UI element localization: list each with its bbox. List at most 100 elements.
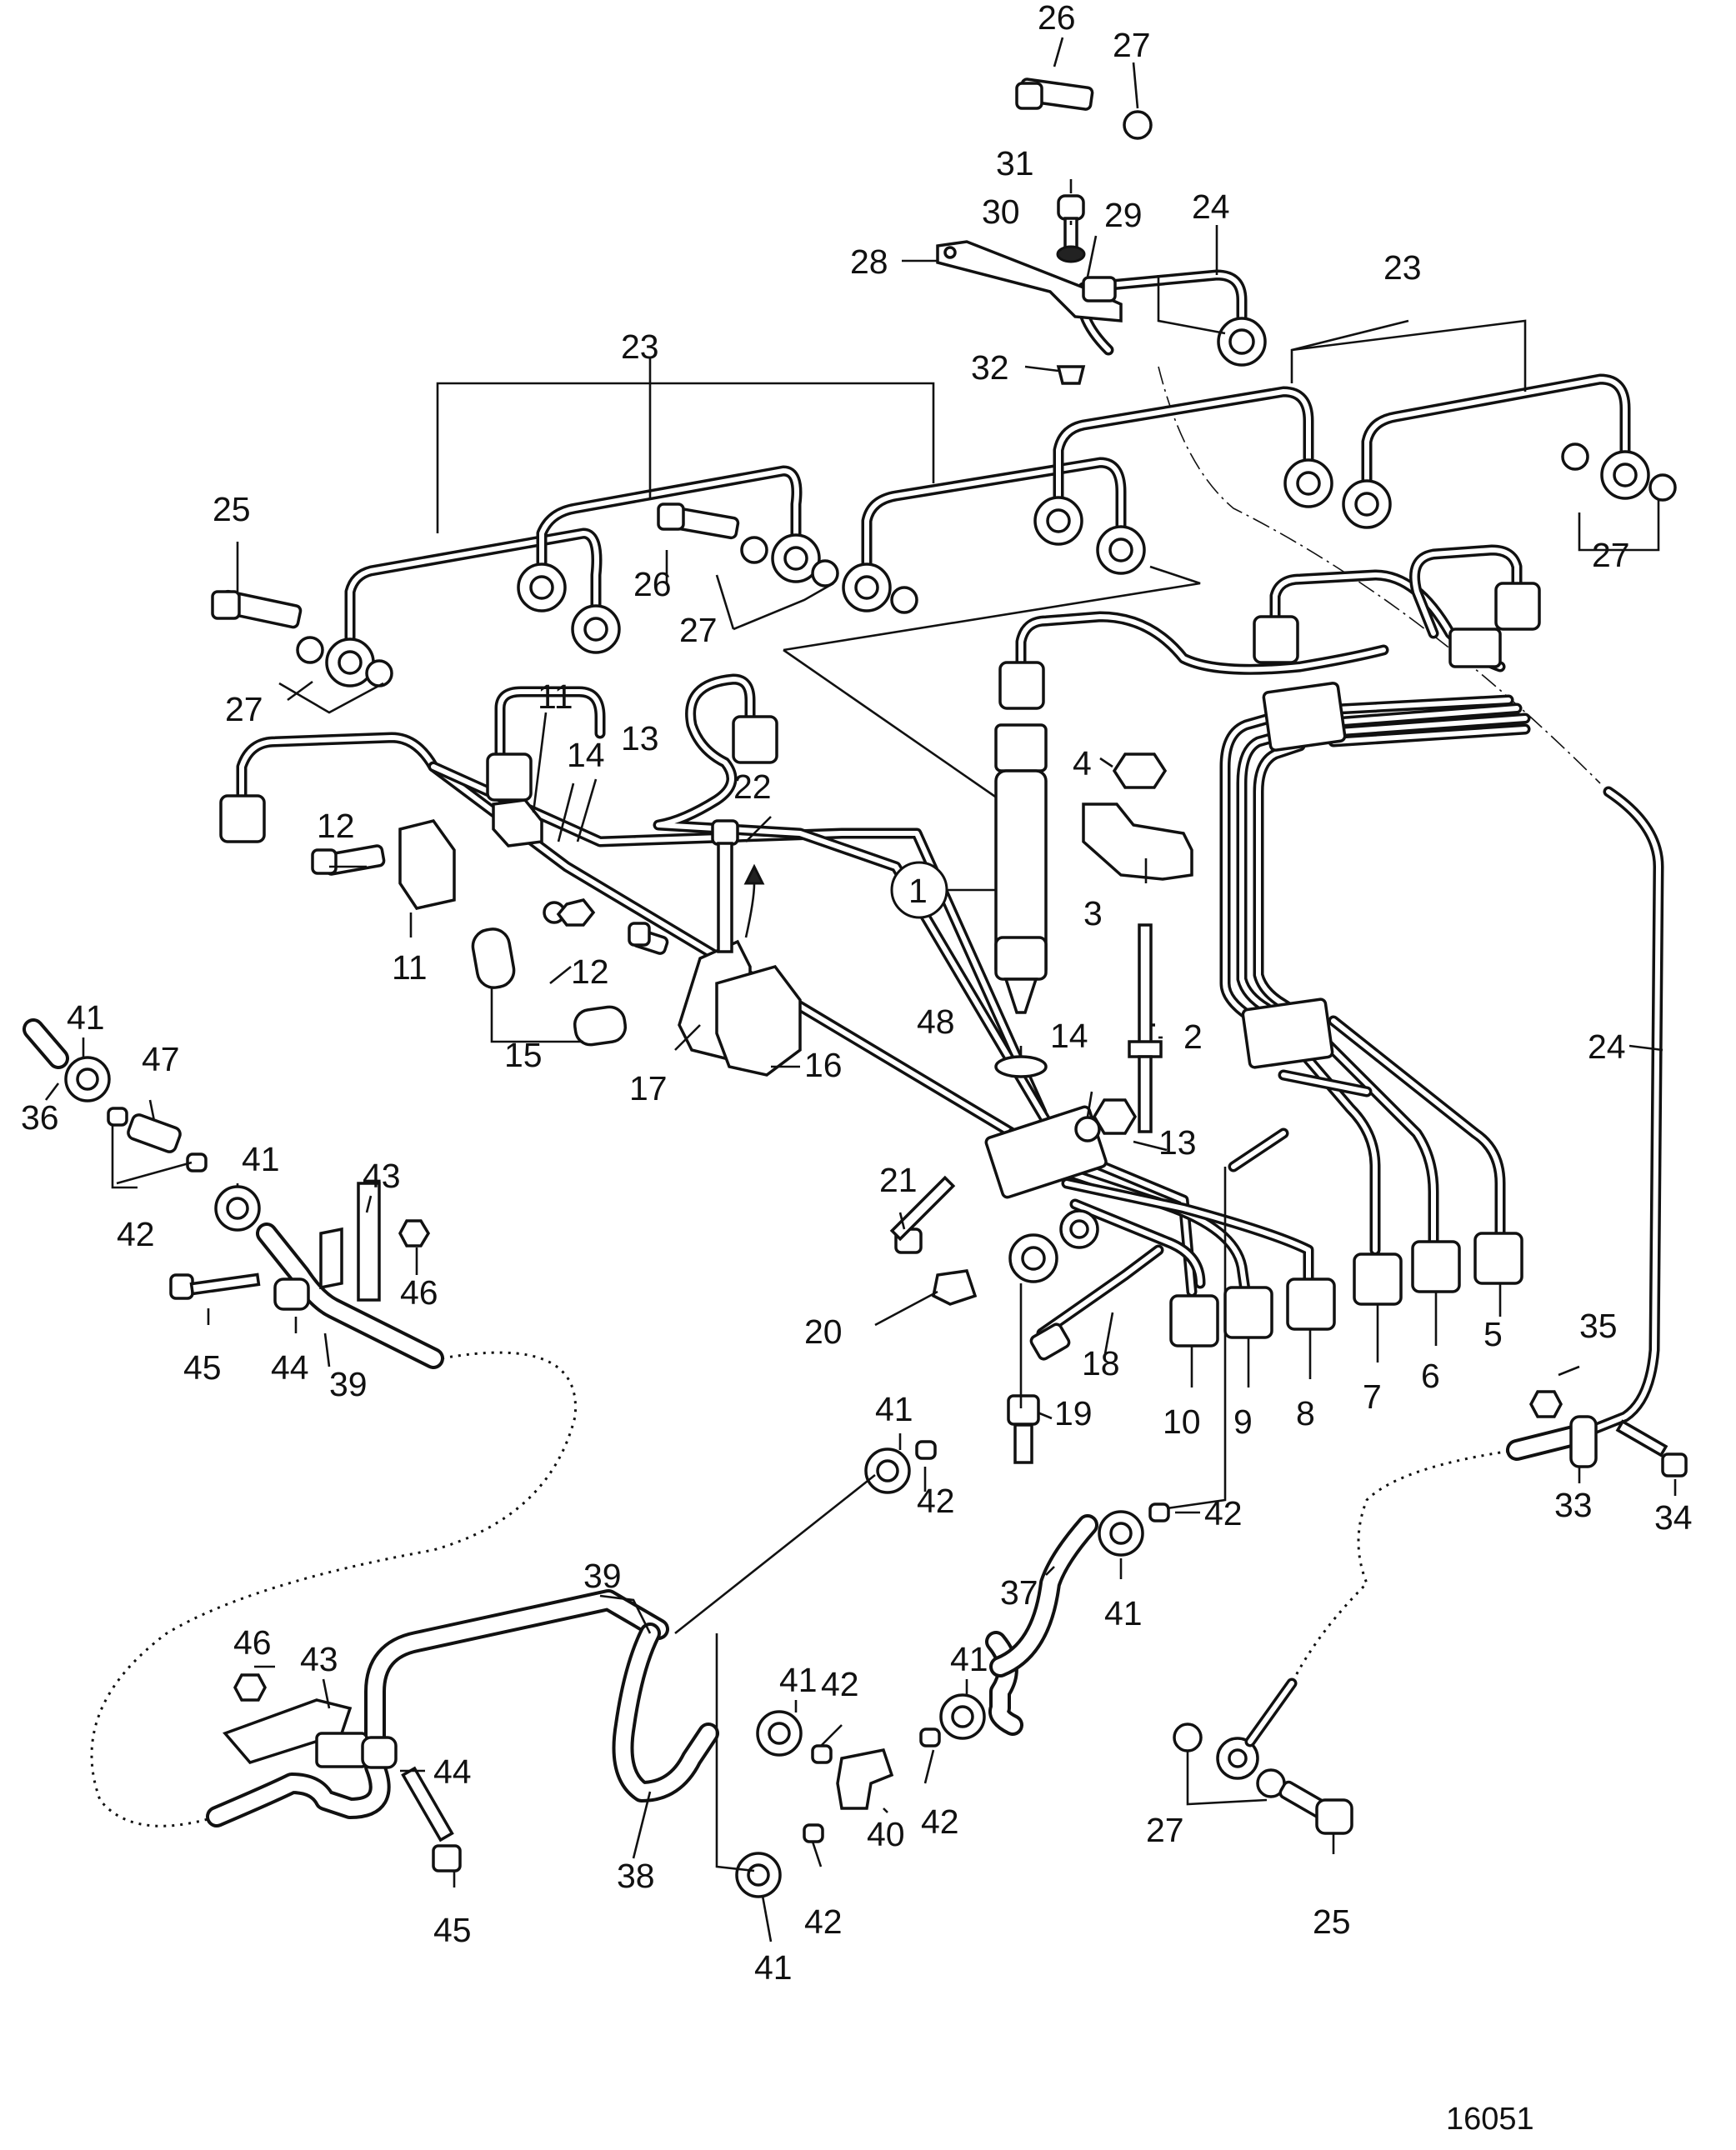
callout-4: 4 <box>1073 744 1092 782</box>
sealing-washers <box>296 442 1677 688</box>
callout-38: 38 <box>617 1857 655 1895</box>
callout-42b: 42 <box>917 1482 955 1520</box>
bolt <box>1015 78 1094 111</box>
callout-19: 19 <box>1054 1394 1093 1432</box>
callout-43a: 43 <box>363 1157 401 1195</box>
callout-9: 9 <box>1233 1402 1253 1441</box>
screw <box>1056 194 1086 263</box>
callout-25a: 25 <box>213 490 251 528</box>
callout-35: 35 <box>1579 1307 1618 1345</box>
callout-48: 48 <box>917 1002 955 1041</box>
callout-13a: 13 <box>621 719 659 758</box>
callout-41c: 41 <box>875 1390 913 1428</box>
callout-36: 36 <box>21 1098 59 1137</box>
callout-29: 29 <box>1104 196 1143 234</box>
callout-42d: 42 <box>821 1665 859 1703</box>
callout-16: 16 <box>804 1046 843 1084</box>
callout-11b: 11 <box>392 948 428 987</box>
callout-30: 30 <box>982 192 1020 231</box>
callout-45a: 45 <box>183 1348 222 1387</box>
callout-34: 34 <box>1654 1498 1693 1537</box>
callout-11a: 11 <box>538 678 573 716</box>
callout-27b: 27 <box>225 690 263 728</box>
clamp <box>1082 276 1117 302</box>
callout-41e: 41 <box>779 1661 818 1699</box>
callout-24a: 24 <box>1192 188 1230 226</box>
injector <box>994 723 1048 1078</box>
callout-2: 2 <box>1183 1018 1203 1056</box>
bracket <box>936 240 1123 322</box>
pipe-clamps <box>984 628 1502 1199</box>
callout-41g: 41 <box>754 1948 793 1987</box>
delivery-pipes <box>344 373 1631 648</box>
callout-32: 32 <box>971 348 1009 387</box>
callout-15: 15 <box>504 1036 543 1074</box>
callout-17: 17 <box>629 1069 668 1108</box>
callout-42e: 42 <box>921 1802 959 1841</box>
return-line-assembly <box>936 78 1267 385</box>
callout-39a: 39 <box>329 1365 368 1403</box>
bottom-center-hoses <box>612 1167 1227 1898</box>
washer <box>1123 110 1153 140</box>
callout-18: 18 <box>1082 1344 1120 1382</box>
callout-circle-1 <box>890 861 948 919</box>
callout-47: 47 <box>142 1040 180 1078</box>
nut-washer-lower <box>1074 1098 1138 1142</box>
clamp-blocks <box>311 798 628 1047</box>
callout-10: 10 <box>1163 1402 1201 1441</box>
banjo-bolts <box>211 502 740 629</box>
callout-46a: 46 <box>400 1273 438 1312</box>
callout-41d: 41 <box>1104 1594 1143 1632</box>
callout-14a: 14 <box>567 736 605 774</box>
callout-33: 33 <box>1554 1486 1593 1524</box>
callout-44a: 44 <box>271 1348 309 1387</box>
callout-39b: 39 <box>583 1557 622 1595</box>
callout-6: 6 <box>1421 1357 1440 1395</box>
callout-14b: 14 <box>1050 1017 1088 1055</box>
clamp-parts-16-17 <box>628 819 802 1077</box>
callout-12a: 12 <box>317 807 355 845</box>
callout-31: 31 <box>996 144 1034 182</box>
injector-clamp <box>1082 752 1193 1133</box>
diagram-id: 16051 <box>1446 2102 1534 2137</box>
callout-21: 21 <box>879 1161 918 1199</box>
callout-leaders <box>44 37 1677 1942</box>
callout-27c: 27 <box>679 611 718 649</box>
callout-24b: 24 <box>1588 1028 1626 1066</box>
callout-23a: 23 <box>621 328 659 366</box>
callout-41b: 41 <box>242 1140 280 1178</box>
callout-43b: 43 <box>300 1640 338 1678</box>
plug <box>1056 365 1086 385</box>
callout-45b: 45 <box>433 1911 472 1949</box>
callout-42f: 42 <box>804 1902 843 1941</box>
callout-46b: 46 <box>233 1623 272 1662</box>
callout-12b: 12 <box>571 952 609 991</box>
callout-26b: 26 <box>633 565 672 603</box>
callout-27e: 27 <box>1146 1811 1184 1849</box>
callout-42c: 42 <box>1204 1494 1243 1532</box>
callout-41f: 41 <box>950 1640 988 1678</box>
callout-20: 20 <box>804 1312 843 1351</box>
callout-27d: 27 <box>1592 536 1630 574</box>
o-ring <box>994 1055 1048 1078</box>
callout-27a: 27 <box>1113 26 1151 64</box>
callouts: 1 2 3 4 5 5 6 7 8 9 10 11 11 12 12 13 13… <box>21 0 1693 1987</box>
injector-pipes <box>236 544 1664 1439</box>
callout-1: 1 <box>908 872 928 910</box>
callout-8: 8 <box>1296 1394 1315 1432</box>
group-brace-lines <box>436 275 1527 802</box>
callout-42a: 42 <box>117 1215 155 1253</box>
pipe-cap-nuts <box>219 582 1541 1348</box>
bottom-left-hose <box>206 1589 669 1872</box>
callout-7: 7 <box>1363 1378 1382 1416</box>
lower-left-fittings <box>23 1018 444 1369</box>
callout-3: 3 <box>1083 894 1103 932</box>
callout-44b: 44 <box>433 1752 472 1791</box>
callout-28: 28 <box>850 242 888 281</box>
callout-23b: 23 <box>1383 248 1422 287</box>
bottom-right-fittings <box>1173 1390 1688 1835</box>
callout-13b: 13 <box>1158 1123 1197 1162</box>
callout-5: 5 <box>1483 1315 1503 1353</box>
banjo-fitting <box>1217 317 1267 367</box>
